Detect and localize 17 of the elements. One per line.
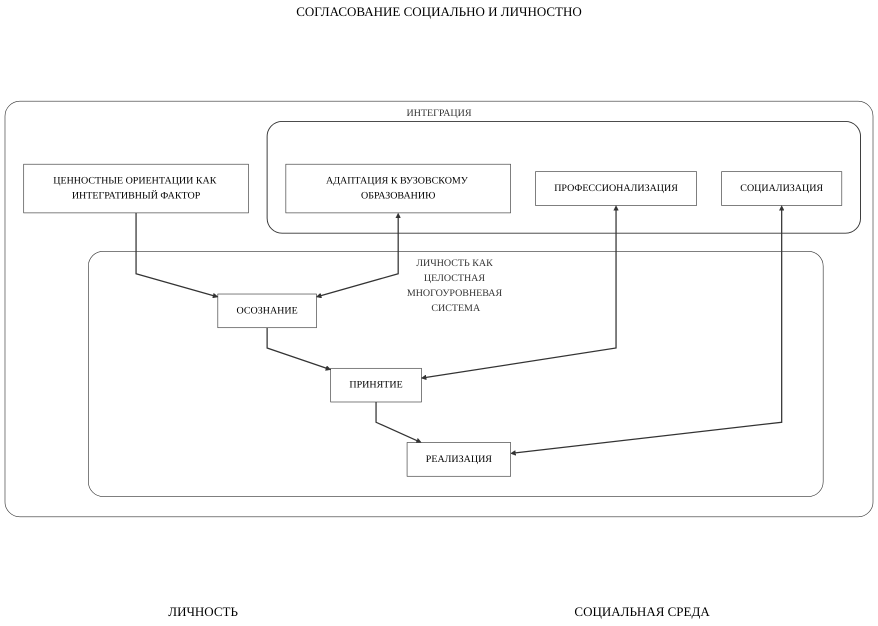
node-box: ЦЕННОСТНЫЕ ОРИЕНТАЦИИ КАК ИНТЕГРАТИВНЫЙ ФАКТОР [23,164,249,214]
note-text: СОГЛАСОВАНИЕ СОЦИАЛЬНО И ЛИЧНОСТНО [296,4,582,19]
node-box: СОЦИАЛИЗАЦИЯ [721,171,842,206]
cluster [266,120,861,234]
arrow [375,402,422,444]
side-label: ЛИЧНОСТЬ [168,604,238,620]
arrow [421,205,619,380]
arrow [135,212,218,298]
node-box: ПРИНЯТИЕ [330,368,422,402]
arrow [316,212,401,298]
side-label: СОЦИАЛЬНАЯ СРЕДА [574,604,710,620]
node-box: ПРОФЕССИОНАЛИЗАЦИЯ [535,171,697,206]
node-box: ОСОЗНАНИЕ [218,294,317,328]
arrow [510,205,784,456]
arrow [266,328,331,371]
node-box: РЕАЛИЗАЦИЯ [406,442,511,477]
node-box: АДАПТАЦИЯ К ВУЗОВСКОМУ ОБРАЗОВАНИЮ [286,164,511,214]
